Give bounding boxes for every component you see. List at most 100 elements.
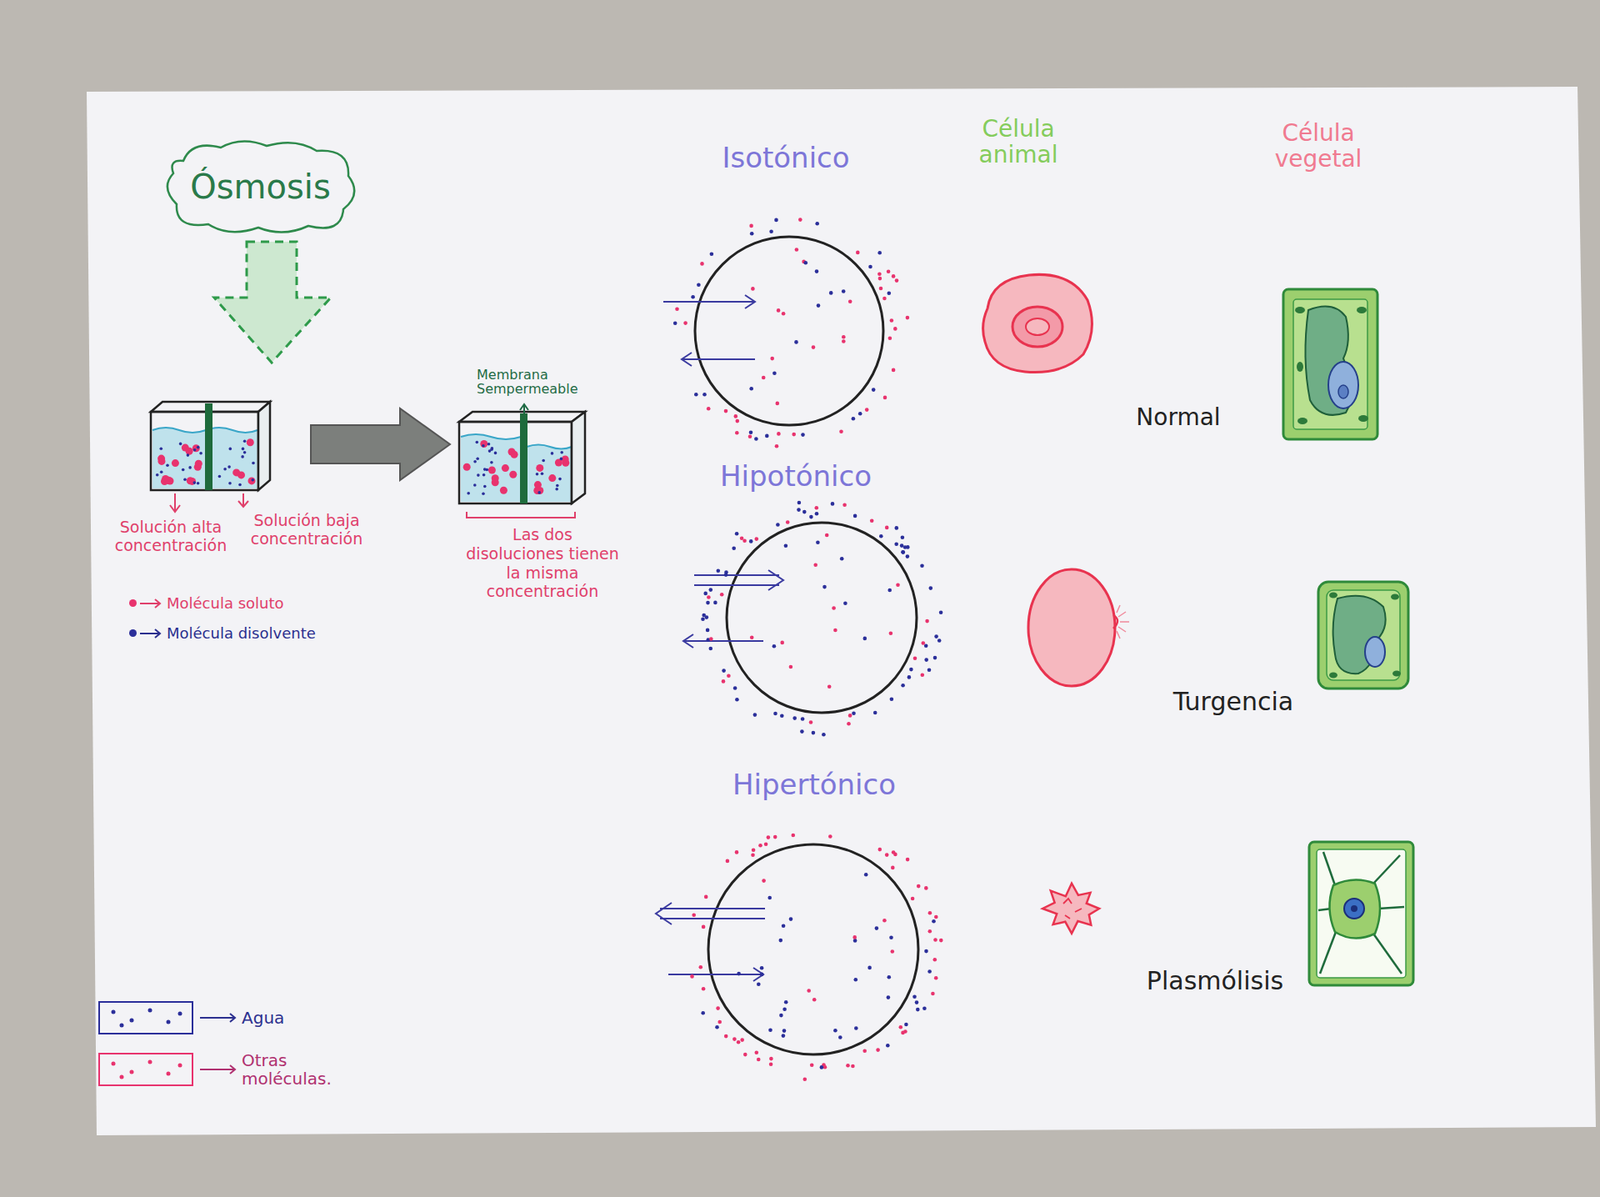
solvent-dot: [851, 711, 856, 716]
animal-cell-turgid: [1028, 569, 1130, 686]
solvent-dot: [875, 925, 880, 930]
solute-dot: [928, 910, 933, 915]
solute-dot: [925, 619, 930, 624]
solvent-dot: [537, 490, 541, 495]
solute-dot: [815, 505, 820, 510]
solvent-dot: [933, 655, 938, 660]
solute-dot: [841, 335, 846, 340]
solute-dot: [535, 464, 544, 472]
solvent-dot: [724, 572, 729, 577]
sample-box: [99, 1053, 193, 1085]
beaker-before: [150, 401, 270, 490]
solvent-dot: [196, 445, 200, 450]
column-heading: Célula animal: [947, 116, 1090, 169]
solute-dot: [491, 474, 500, 482]
section-heading: Hipertónico: [705, 768, 923, 801]
cell-membrane-circle: [708, 844, 919, 1055]
solvent-dot: [830, 501, 835, 506]
solvent-dot: [841, 289, 846, 294]
solute-dot: [248, 476, 256, 485]
label-wrap: Célula vegetal: [1247, 120, 1390, 173]
solvent-dot: [822, 585, 827, 590]
solvent-dot: [756, 981, 761, 986]
solvent-dot: [715, 1025, 720, 1030]
solvent-dot: [555, 487, 559, 491]
solvent-dot: [809, 515, 814, 520]
solvent-dot: [716, 568, 721, 573]
solute-dot: [750, 635, 755, 640]
solvent-dot: [797, 500, 802, 505]
legend-sample: [96, 998, 197, 1037]
solute-dot: [928, 929, 933, 934]
sample-dot: [178, 1063, 183, 1068]
solute-dot: [706, 595, 711, 600]
label-wrap: Hipertónico: [705, 768, 923, 801]
solvent-dot: [924, 643, 929, 648]
cloud-node: Ósmosis: [158, 135, 363, 238]
solute-dot: [910, 896, 915, 901]
solvent-dot: [475, 456, 480, 460]
solute-dot: [803, 1076, 808, 1081]
solvent-dot: [784, 544, 789, 549]
solute-dot: [934, 975, 939, 980]
solvent-dot: [218, 475, 222, 479]
label-wrap: Membrana Sempermeable: [476, 368, 585, 397]
solvent-dot: [238, 483, 242, 487]
solute-dot: [701, 986, 706, 991]
solvent-dot: [466, 491, 470, 495]
solvent-dot: [476, 473, 480, 477]
solvent-dot: [775, 522, 780, 527]
solvent-dot: [179, 442, 183, 446]
solvent-dot: [853, 938, 858, 943]
solute-dot: [188, 477, 196, 485]
solvent-dot: [181, 468, 185, 472]
solute-dot: [691, 913, 696, 918]
solvent-dot: [796, 507, 801, 512]
legend-text: Molécula soluto: [166, 594, 285, 612]
sample-dot: [148, 1060, 153, 1065]
solvent-dot: [229, 447, 233, 451]
solute-dot: [766, 835, 771, 840]
solvent-dot: [843, 600, 848, 605]
label-wrap: Turgencia: [1150, 687, 1317, 717]
solute-dot: [158, 457, 166, 465]
solvent-dot: [900, 543, 905, 548]
solute-dot: [750, 853, 755, 858]
solvent-dot: [780, 714, 785, 719]
solvent-dot: [160, 447, 164, 451]
label-wrap: Las dos disoluciones tienen la misma con…: [463, 525, 622, 601]
solute-dot: [761, 375, 766, 380]
solvent-dot: [840, 556, 845, 561]
solute-dot: [724, 1034, 729, 1039]
legend-item: Agua: [96, 998, 342, 1037]
legend-arrow: [196, 1062, 239, 1076]
solute-dot: [701, 925, 706, 930]
solute-dot: [889, 631, 894, 636]
solvent-dot: [188, 465, 192, 470]
solute-dot: [891, 850, 896, 855]
solvent-dot: [774, 218, 779, 223]
solute-dot: [500, 486, 508, 495]
solvent-dot: [885, 1043, 890, 1048]
solute-dot: [899, 1025, 904, 1030]
solvent-dot: [858, 411, 863, 416]
solute-dot: [831, 605, 836, 610]
solute-dot: [725, 859, 730, 864]
sample-dot: [130, 1070, 135, 1075]
solvent-dot: [887, 975, 892, 980]
solute-dot: [735, 850, 740, 855]
solvent-dot: [784, 1000, 789, 1005]
solvent-dot: [750, 231, 755, 236]
solvent-dot: [854, 977, 859, 982]
solute-dot: [893, 326, 898, 331]
solvent-dot: [155, 473, 160, 477]
solute-dot: [724, 409, 729, 414]
solvent-dot: [920, 563, 925, 568]
solvent-dot: [243, 440, 247, 444]
arrow-path: [140, 629, 160, 638]
solute-dot: [735, 430, 740, 435]
solute-dot: [776, 431, 781, 436]
section-heading: Isotónico: [677, 141, 895, 175]
solvent-dot: [227, 465, 231, 469]
solvent-dot: [868, 265, 873, 270]
